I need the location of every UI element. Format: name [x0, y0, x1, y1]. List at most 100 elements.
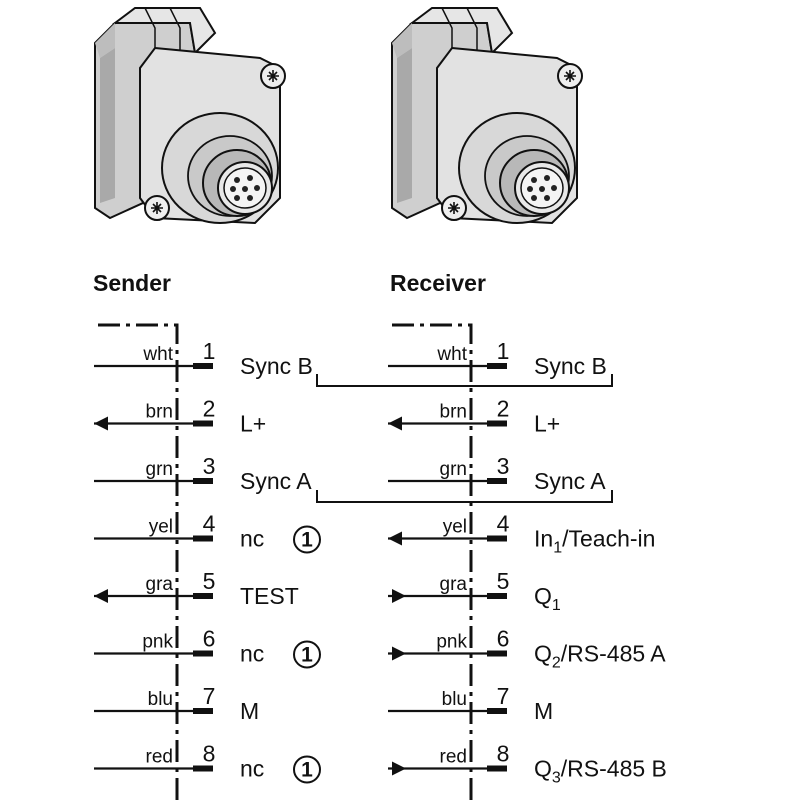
signal-name: nc	[240, 641, 264, 667]
signal-label: M	[240, 698, 259, 724]
signal-name: Q	[534, 583, 552, 609]
receiver-title: Receiver	[390, 270, 486, 296]
wire-color-label: yel	[149, 517, 173, 538]
signal-label: Sync B	[240, 353, 313, 379]
footnote-number: 1	[301, 759, 313, 782]
signal-name: Sync B	[534, 353, 607, 379]
signal-label: nc	[240, 756, 264, 782]
arrow-left-icon	[388, 416, 402, 431]
signal-label: Sync A	[534, 468, 606, 494]
signal-name: L+	[534, 411, 560, 437]
footnote-marker	[293, 755, 321, 784]
pin-terminal	[487, 478, 507, 484]
signal-subscript: 1	[553, 540, 562, 557]
signal-label: L+	[240, 411, 266, 437]
pin-number: 2	[203, 396, 216, 422]
signal-label: M	[534, 698, 553, 724]
pin-terminal	[487, 535, 507, 542]
pin-number: 4	[203, 511, 216, 537]
pin-terminal	[487, 420, 507, 427]
pin-number: 6	[497, 626, 510, 652]
wire-color-label: red	[146, 747, 173, 768]
arrow-right-icon	[392, 761, 406, 776]
arrow-right-icon	[392, 589, 406, 603]
pin-number: 4	[497, 511, 510, 537]
pin-number: 3	[203, 453, 216, 479]
signal-name: Sync B	[240, 353, 313, 379]
wire-color-label: wht	[436, 344, 467, 365]
wire-color-label: red	[440, 747, 467, 768]
pin-number: 6	[203, 626, 216, 652]
footnote-marker	[293, 525, 321, 554]
wire-color-label: gra	[146, 574, 174, 595]
pin-number: 7	[203, 683, 216, 709]
signal-suffix: /RS-485 B	[561, 756, 667, 782]
signal-suffix: /Teach-in	[562, 526, 655, 552]
pin-terminal	[193, 420, 213, 427]
pin-number: 1	[497, 338, 510, 364]
pin-number: 2	[497, 396, 510, 422]
signal-subscript: 2	[552, 655, 561, 672]
signal-label: Q3/RS-485 B	[534, 756, 667, 787]
pin-number: 5	[203, 568, 216, 594]
wire-color-label: grn	[440, 459, 467, 480]
arrow-left-icon	[94, 416, 108, 431]
footnote-number: 1	[301, 644, 313, 667]
wire-color-label: gra	[440, 574, 468, 595]
sender-pin-row: yel 4 nc 1	[94, 511, 321, 554]
pin-terminal	[193, 593, 213, 599]
arrow-right-icon	[392, 646, 406, 661]
pin-number: 7	[497, 683, 510, 709]
pin-terminal	[193, 478, 213, 484]
sender-housing-outline	[98, 323, 179, 800]
signal-name: Sync A	[240, 468, 312, 494]
pin-terminal	[193, 708, 213, 714]
signal-name: nc	[240, 526, 264, 552]
signal-name: TEST	[240, 583, 299, 609]
arrow-left-icon	[388, 531, 402, 546]
pin-terminal	[487, 650, 507, 657]
pin-number: 8	[497, 741, 510, 767]
sync-a-link	[316, 490, 613, 503]
pin-terminal	[193, 765, 213, 772]
wire-color-label: wht	[142, 344, 173, 365]
pin-terminal	[487, 363, 507, 369]
sender-pin-row: pnk 6 nc 1	[94, 626, 321, 669]
receiver-pin-row: pnk 6Q2/RS-485 A	[388, 626, 666, 672]
signal-name: Sync A	[534, 468, 606, 494]
signal-label: nc	[240, 641, 264, 667]
pin-terminal	[193, 535, 213, 542]
pin-terminal	[487, 765, 507, 772]
signal-name: In	[534, 526, 553, 552]
signal-name: nc	[240, 756, 264, 782]
wire-color-label: brn	[440, 402, 467, 423]
pin-number: 1	[203, 338, 216, 364]
signal-name: Q	[534, 641, 552, 667]
signal-suffix: /RS-485 A	[561, 641, 666, 667]
wire-color-label: blu	[148, 689, 173, 710]
sync-b-link	[316, 374, 613, 387]
signal-name: M	[240, 698, 259, 724]
wire-color-label: pnk	[142, 632, 173, 653]
footnote-number: 1	[301, 529, 313, 552]
signal-label: Sync B	[534, 353, 607, 379]
signal-subscript: 1	[552, 597, 561, 614]
arrow-left-icon	[94, 589, 108, 603]
pin-number: 5	[497, 568, 510, 594]
signal-label: L+	[534, 411, 560, 437]
signal-name: L+	[240, 411, 266, 437]
receiver-pin-row: brn 2L+	[388, 396, 560, 437]
receiver-pin-row: gra 5Q1	[388, 568, 561, 614]
wire-color-label: pnk	[436, 632, 467, 653]
signal-label: nc	[240, 526, 264, 552]
